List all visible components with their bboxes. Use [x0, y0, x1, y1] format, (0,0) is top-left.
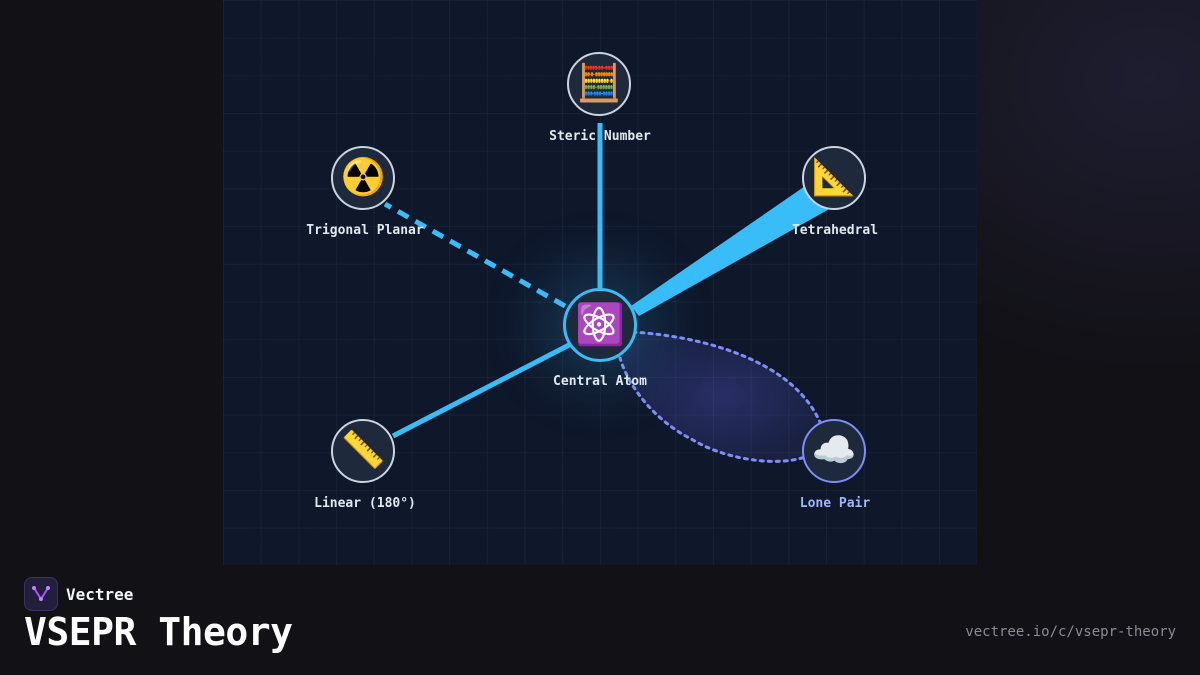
tetrahedral-label: Tetrahedral — [791, 223, 879, 238]
straight-ruler-icon: 📏 — [340, 430, 386, 471]
trigonal-planar-node[interactable]: ☢️ — [331, 146, 395, 210]
central-atom-label: Central Atom — [553, 374, 647, 389]
bond-trigonal — [383, 201, 567, 309]
triangular-ruler-icon: 📐 — [811, 157, 857, 198]
lone-pair-label: Lone Pair — [799, 496, 871, 511]
trigonal-planar-label: Trigonal Planar — [306, 223, 424, 238]
bond-tetrahedral-wedge — [631, 182, 831, 316]
brand[interactable]: Vectree — [24, 577, 133, 611]
atom-icon: ⚛️ — [575, 302, 625, 348]
cloud-icon: ☁️ — [811, 430, 857, 471]
steric-number-node[interactable]: 🧮 — [567, 52, 631, 116]
radioactive-icon: ☢️ — [340, 157, 386, 198]
linear-label: Linear (180°) — [314, 496, 416, 511]
page-title: VSEPR Theory — [24, 610, 293, 654]
abacus-icon: 🧮 — [576, 63, 622, 104]
tetrahedral-node[interactable]: 📐 — [802, 146, 866, 210]
central-atom-node[interactable]: ⚛️ — [563, 288, 637, 362]
bond-linear — [391, 341, 573, 439]
vectree-logo-icon — [24, 577, 58, 611]
lone-pair-lobe — [618, 330, 826, 463]
lone-pair-node[interactable]: ☁️ — [802, 419, 866, 483]
source-url[interactable]: vectree.io/c/vsepr-theory — [965, 624, 1176, 640]
linear-node[interactable]: 📏 — [331, 419, 395, 483]
brand-name: Vectree — [66, 584, 134, 604]
diagram-canvas: 🧮 Steric Number ☢️ Trigonal Planar 📐 Tet… — [223, 0, 977, 565]
steric-number-label: Steric Number — [549, 129, 651, 144]
